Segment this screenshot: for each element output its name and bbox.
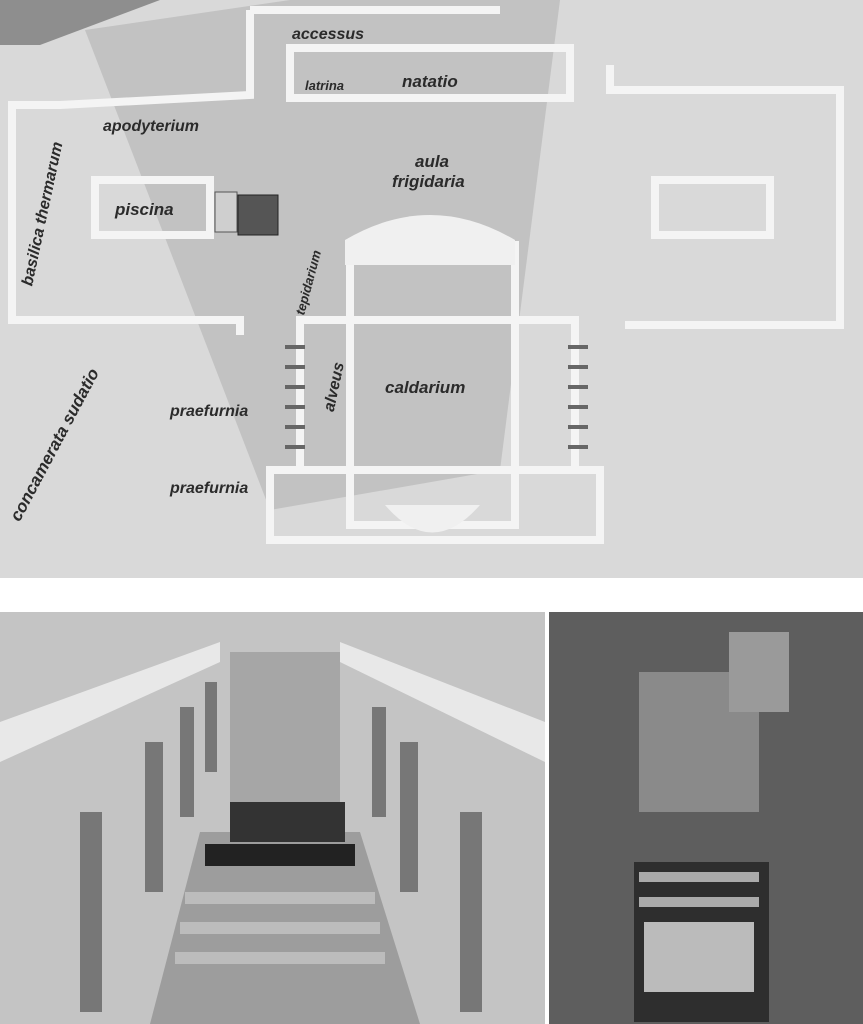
label-piscina: piscina — [115, 200, 174, 219]
render-drawing — [0, 612, 545, 1024]
label-latrina: latrina — [305, 78, 345, 93]
label-praefurnia-lower: praefurnia — [170, 480, 249, 497]
perspective-render-piscina — [0, 612, 545, 1024]
label-praefurnia-upper: praefurnia — [170, 403, 249, 420]
label-caldarium: caldarium — [385, 378, 466, 397]
excavation-photo — [549, 612, 863, 1024]
label-apodyterium: apodyterium — [103, 118, 200, 135]
bath-plan-reconstruction: accessus latrina natatio apodyterium aul… — [0, 0, 863, 578]
photo-drawing — [549, 612, 863, 1024]
plan-drawing — [0, 0, 844, 544]
label-accessus: accessus — [292, 26, 365, 43]
label-frigidaria: frigidaria — [392, 172, 465, 191]
label-aula: aula — [415, 152, 450, 171]
label-natatio: natatio — [402, 72, 458, 91]
